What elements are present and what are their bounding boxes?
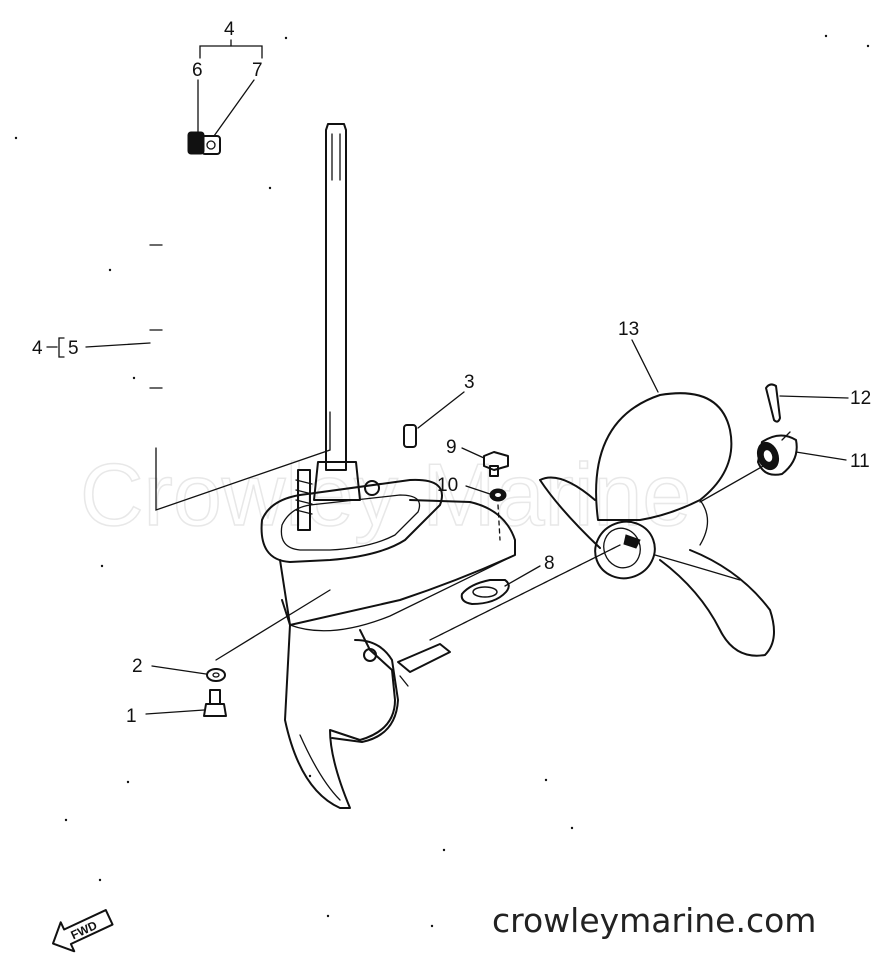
leader-13 — [631, 339, 659, 393]
part-3-dowel-pin — [403, 391, 465, 448]
shift-rod-assembly — [46, 39, 263, 443]
lower-unit-housing — [260, 478, 516, 809]
label-part-3: 3 — [464, 372, 475, 393]
skeg — [299, 734, 341, 801]
bracket-5 — [58, 337, 65, 358]
top-gasket-plate — [260, 478, 443, 563]
pump-bolt — [364, 480, 380, 496]
part-11-prop-nut — [756, 434, 847, 476]
prop-hub — [594, 520, 656, 580]
leader-1 — [145, 709, 205, 715]
gearcase-torpedo — [331, 639, 399, 743]
shift-rod-outline — [155, 139, 197, 441]
gasket-inner — [280, 494, 421, 551]
leader-9 — [461, 447, 485, 459]
plate-underside — [289, 554, 516, 632]
label-part-6: 6 — [192, 60, 203, 81]
alignment-line — [215, 589, 331, 661]
drive-shaft — [295, 123, 380, 531]
anode-slot — [472, 586, 498, 598]
part-9-bolt — [461, 447, 509, 477]
rod-alignment-line — [155, 411, 331, 511]
prop-nut-hole — [763, 450, 773, 462]
label-part-7: 7 — [252, 60, 263, 81]
prop-nut-body — [757, 434, 798, 476]
rod-nut — [201, 135, 221, 155]
label-part-5: 5 — [68, 338, 79, 359]
watermark-text: Crowley Marine — [80, 445, 691, 544]
prop-blade-upper — [595, 392, 733, 521]
leader-12 — [779, 395, 849, 399]
label-part-2: 2 — [132, 656, 143, 677]
rod-nut-hole — [206, 140, 216, 150]
group-bracket-4 — [199, 45, 263, 59]
label-part-13: 13 — [618, 319, 639, 340]
leader-10-axis — [497, 504, 501, 541]
leader-8 — [504, 565, 541, 587]
label-part-4-single: 4 — [32, 338, 43, 359]
bolt-head-1 — [203, 703, 227, 717]
drive-shaft-body — [325, 123, 347, 471]
shear-pin — [399, 675, 409, 687]
prop-nut-alignment — [699, 464, 766, 503]
part-2-washer — [151, 665, 226, 682]
washer-2 — [206, 668, 226, 682]
label-part-11: 11 — [850, 451, 870, 472]
label-part-8: 8 — [544, 553, 555, 574]
label-part-9: 9 — [446, 437, 457, 458]
leader-10 — [465, 485, 491, 495]
washer-10-hole — [495, 493, 501, 497]
leader-7 — [213, 79, 255, 137]
dowel-pin-body — [403, 424, 417, 448]
prop-hub-line — [654, 554, 741, 581]
bolt-shank-9 — [489, 465, 499, 477]
fwd-arrow-icon — [51, 909, 114, 953]
leader-11 — [795, 451, 847, 461]
label-part-4-group: 4 — [224, 19, 235, 40]
label-part-10: 10 — [437, 475, 458, 496]
website-url: crowleymarine.com — [492, 901, 816, 940]
leader-5 — [85, 342, 151, 348]
propeller-shaft — [397, 643, 451, 673]
prop-drive-pin-slot — [623, 534, 641, 549]
washer-2-hole — [212, 672, 220, 678]
part-1-bolt — [145, 589, 331, 717]
rod-clip — [187, 131, 205, 155]
cotter-pin — [765, 383, 781, 423]
prop-blade-left — [539, 476, 601, 549]
bolt-shank-1 — [209, 689, 221, 705]
part-10-washer — [465, 485, 507, 541]
label-part-12: 12 — [850, 388, 871, 409]
plunger-coils — [295, 479, 313, 515]
shaft-alignment-line — [429, 544, 621, 641]
forward-direction-arrow: FWD — [51, 909, 114, 953]
anode-body — [460, 579, 510, 605]
part-13-propeller — [539, 339, 775, 657]
prop-blade-lower — [659, 549, 775, 657]
prop-hub-edge — [699, 499, 709, 546]
leader-3 — [417, 391, 465, 429]
propshaft-housing-bolt — [363, 648, 377, 662]
label-part-1: 1 — [126, 706, 137, 727]
part-8-anode — [460, 565, 541, 605]
bolt-head-9 — [483, 451, 509, 471]
shift-rod-body — [153, 137, 199, 443]
part-12-cotter-pin — [765, 383, 849, 423]
gearcase-leg — [279, 559, 396, 809]
scan-specks — [14, 34, 870, 928]
leader-2 — [151, 665, 207, 675]
